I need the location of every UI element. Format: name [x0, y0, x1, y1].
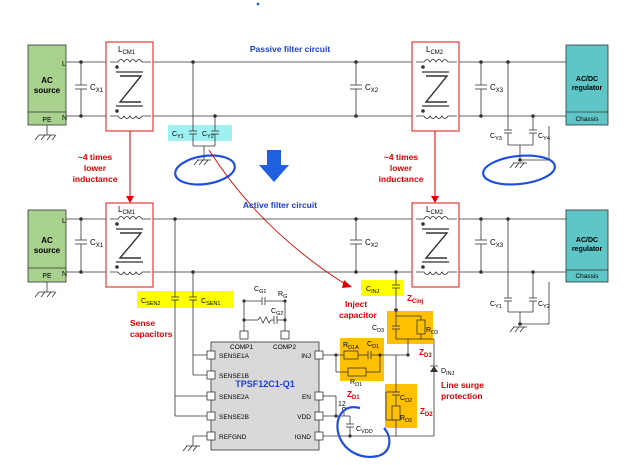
lower-inductance-right-2: lower — [390, 163, 413, 173]
regulator-top-label-2: regulator — [572, 85, 603, 92]
zd1-label: ZD1 — [347, 390, 360, 401]
cy1-top-label: CY1 — [172, 131, 184, 140]
cy1-bottom-label: CY1 — [490, 301, 502, 310]
ac-source-bottom-label-1: AC — [41, 236, 53, 245]
regulator-top-label-1: AC/DC — [576, 76, 598, 83]
lcm1-bottom-label: LCM1 — [118, 205, 136, 216]
pin-refgnd: REFGND — [219, 434, 247, 441]
cy-top-highlight — [168, 125, 232, 141]
inject-cap-label-1: Inject — [345, 299, 367, 309]
chassis-top-label: Chassis — [575, 116, 599, 123]
line-l-top-label: L — [62, 61, 66, 68]
csen2-label: CSEN2 — [141, 298, 160, 307]
cy-ground-circle-top-right — [482, 154, 556, 186]
passive-filter-title: Passive filter circuit — [250, 44, 330, 54]
rd2-label: RD2 — [400, 415, 412, 424]
lower-inductance-right-3: inductance — [379, 174, 424, 184]
cd3-label: CD3 — [372, 325, 384, 334]
line-surge-label-2: protection — [441, 391, 483, 401]
pe-bottom-label: PE — [42, 273, 52, 280]
cd2-label: CD2 — [400, 395, 412, 404]
transition-arrow — [259, 150, 289, 182]
cg2-label: CG2 — [271, 308, 283, 317]
lower-inductance-right-1: ~4 times — [384, 152, 419, 162]
ac-source-top-label-2: source — [34, 86, 61, 95]
tpsf12c1-ic — [210, 341, 320, 451]
cinj-highlight — [361, 280, 404, 296]
pin-en: EN — [302, 394, 311, 401]
cx3-top-label: CX3 — [490, 83, 504, 94]
rd1a-label: RD1A — [343, 342, 359, 351]
sense-caps-highlight — [137, 291, 234, 308]
vdd-12-label: 12 — [338, 401, 346, 408]
cx3-bottom-label: CX3 — [490, 238, 504, 249]
cy3-top-label: CY3 — [490, 133, 502, 142]
line-n-bottom-label: N — [62, 271, 67, 278]
cy4-top-label: CY4 — [538, 133, 550, 142]
zd3-label: ZD3 — [419, 348, 432, 359]
zd2-highlight — [385, 384, 417, 428]
active-filter-title: Active filter circuit — [243, 200, 317, 210]
rd3-label: RD3 — [426, 327, 438, 336]
lower-inductance-left-1: ~4 times — [78, 152, 113, 162]
ac-source-top — [27, 44, 67, 126]
pin-comp1: COMP1 — [230, 344, 254, 351]
cy-ground-circle-top — [174, 154, 236, 186]
active-filter-circuit: AC source PE L N CX1 LCM1 CX2 LCM2 — [27, 202, 609, 458]
pin-inj: INJ — [301, 353, 311, 360]
cx2-bottom-label: CX2 — [365, 238, 379, 249]
lcm2-top-label: LCM2 — [426, 45, 444, 56]
pin-comp2: COMP2 — [273, 344, 297, 351]
csen1-label: CSEN1 — [201, 298, 220, 307]
rd1-label: RD1 — [350, 379, 362, 388]
pin-ignd: IGND — [295, 434, 312, 441]
sense-caps-label-1: Sense — [130, 318, 155, 328]
ac-source-bottom — [27, 209, 67, 283]
cx2-top-label: CX2 — [365, 83, 379, 94]
ignd-highlight-circle — [336, 406, 391, 458]
lower-inductance-left-2: lower — [84, 163, 107, 173]
regulator-bottom-label-1: AC/DC — [576, 237, 598, 244]
line-n-top-label: N — [62, 115, 67, 122]
pin-sense2a: SENSE2A — [219, 394, 250, 401]
passive-filter-circuit: AC source PE L N CX1 LCM1 CY1 — [27, 41, 609, 186]
chassis-bottom-label: Chassis — [575, 273, 599, 280]
pin-vdd: VDD — [297, 414, 311, 421]
transition-annotations: ~4 times lower inductance ~4 times lower… — [73, 2, 439, 288]
ac-source-bottom-label-2: source — [34, 246, 61, 255]
ic-name: TPSF12C1-Q1 — [235, 379, 295, 389]
cy2-bottom-label: CY2 — [538, 301, 550, 310]
zcinj-label: ZCinj — [407, 294, 424, 305]
lcm2-bottom-label: LCM2 — [426, 205, 444, 216]
pe-top-label: PE — [42, 117, 52, 124]
line-l-bottom-label: L — [62, 218, 66, 225]
cx1-top-label: CX1 — [90, 83, 104, 94]
rg-label: RG — [278, 291, 287, 300]
pin-sense1a: SENSE1A — [219, 353, 250, 360]
pin-sense2b: SENSE2B — [219, 414, 249, 421]
lcm1-top-label: LCM1 — [118, 45, 136, 56]
sense-caps-label-2: capacitors — [130, 329, 173, 339]
inject-cap-label-2: capacitor — [339, 310, 377, 320]
cvdd-label: CVDD — [356, 426, 373, 435]
lower-inductance-left-3: inductance — [73, 174, 118, 184]
regulator-bottom-label-2: regulator — [572, 246, 603, 253]
pin-sense1b: SENSE1B — [219, 373, 249, 380]
cy-to-cinj-arrow — [208, 149, 346, 285]
dinj-label: DINJ — [441, 368, 455, 377]
cx1-bottom-label: CX1 — [90, 238, 104, 249]
line-surge-label-1: Line surge — [441, 380, 484, 390]
cg1-label: CG1 — [254, 286, 266, 295]
cy2-top-label: CY2 — [202, 131, 214, 140]
cinj-label: CINJ — [366, 286, 380, 295]
ac-source-top-label-1: AC — [41, 76, 53, 85]
cd1-label: CD1 — [367, 341, 379, 350]
zd2-label: ZD2 — [420, 407, 433, 418]
